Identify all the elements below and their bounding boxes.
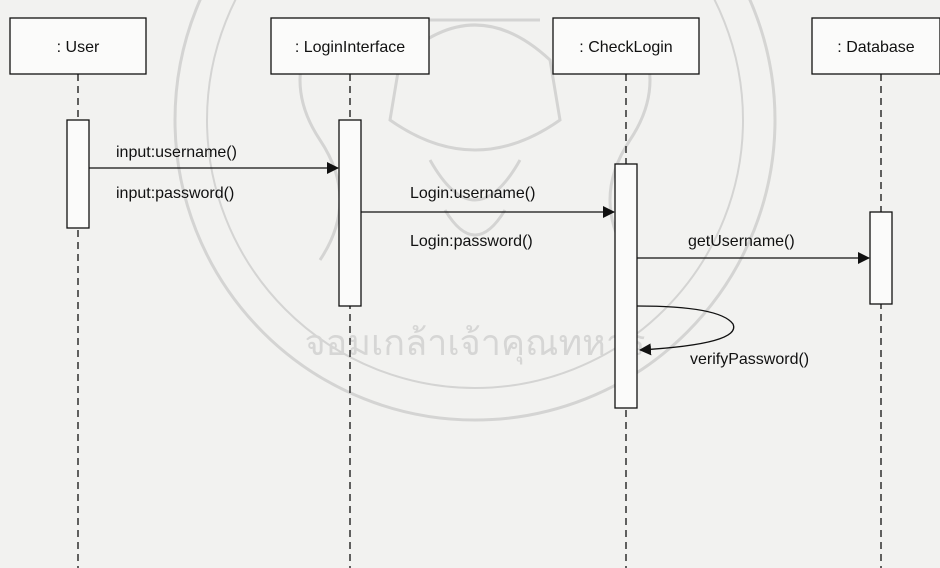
message-label-input-username: input:username() <box>116 144 237 161</box>
message-label-get-username: getUsername() <box>688 233 795 250</box>
seal-inner-ring <box>206 0 744 389</box>
watermark-text: จอมเกล้าเจ้าคุณทหาร <box>305 323 646 365</box>
participant-user: : User <box>9 17 147 75</box>
message-label-login-password: Login:password() <box>410 233 533 250</box>
participant-database-label: : Database <box>837 39 914 56</box>
participant-logininterface-label: : LoginInterface <box>295 39 405 56</box>
message-label-input-password: input:password() <box>116 185 234 202</box>
participant-checklogin: : CheckLogin <box>552 17 700 75</box>
seal-outer-ring <box>173 0 777 422</box>
participant-logininterface: : LoginInterface <box>270 17 430 75</box>
activation-user <box>66 119 90 229</box>
participant-database: : Database <box>811 17 940 75</box>
activation-logininterface <box>338 119 362 307</box>
activation-database <box>869 211 893 305</box>
participant-user-label: : User <box>57 39 100 56</box>
participant-checklogin-label: : CheckLogin <box>579 39 672 56</box>
message-label-login-username: Login:username() <box>410 185 535 202</box>
message-label-verify-password: verifyPassword() <box>690 351 809 368</box>
seal-emblem <box>388 18 562 237</box>
message-arrow-verify-password <box>636 305 735 356</box>
activation-checklogin <box>614 163 638 409</box>
